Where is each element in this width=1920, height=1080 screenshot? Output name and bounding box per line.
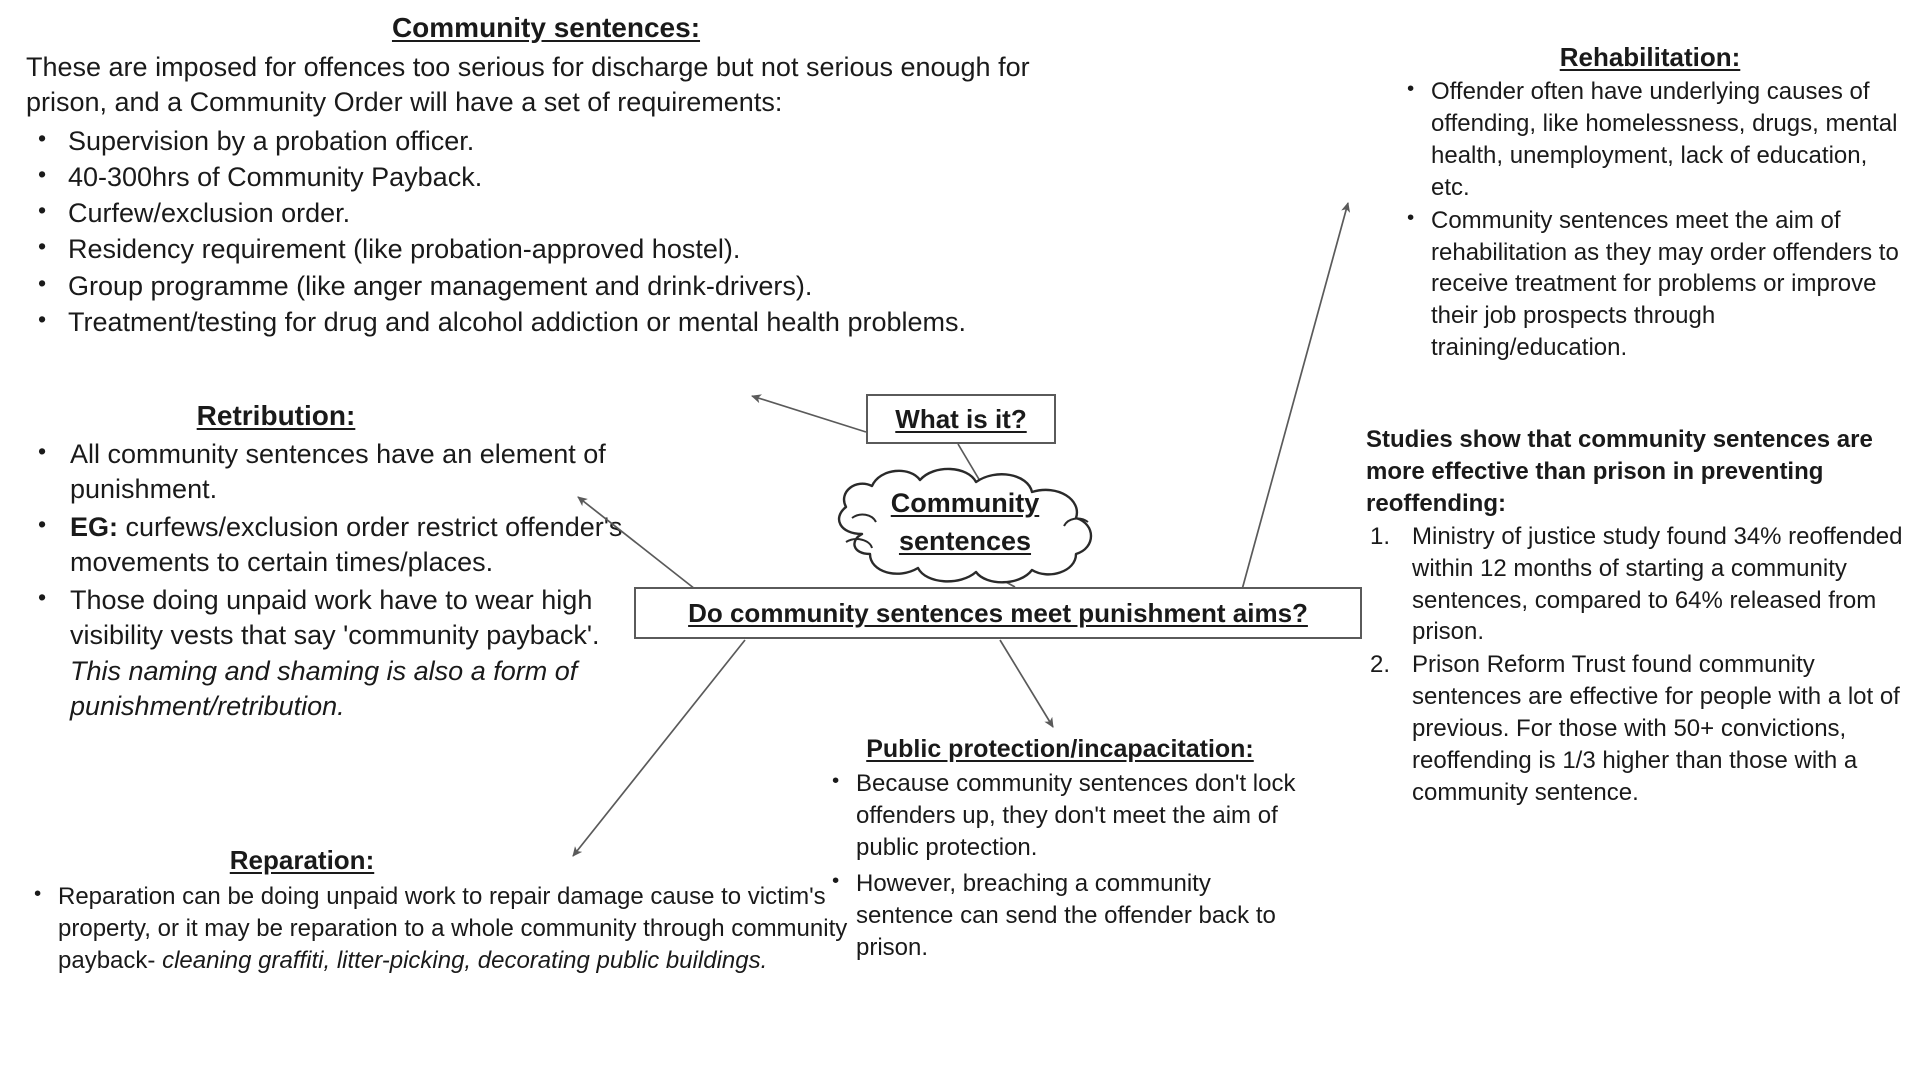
arrow-aims-to-public-protection — [999, 639, 1054, 728]
community-sentences-intro: These are imposed for offences too serio… — [26, 52, 1030, 118]
heading-reparation: Reparation: — [229, 845, 375, 875]
section-community-sentences: Community sentences: These are imposed f… — [26, 12, 1066, 341]
cloud-label: Community sentences — [800, 484, 1130, 561]
list-item: Ministry of justice study found 34% reof… — [1370, 521, 1903, 646]
list-item: Group programme (like anger management a… — [26, 268, 1066, 304]
cloud-label-line1: Community — [890, 488, 1040, 518]
bullet-text-italic: This naming and shaming is also a form o… — [70, 655, 578, 721]
bullet-text: Those doing unpaid work have to wear hig… — [70, 585, 600, 651]
reparation-bullets: Reparation can be doing unpaid work to r… — [22, 880, 882, 977]
bullet-text: Reparation can be doing unpaid work to r… — [58, 883, 848, 975]
list-item: Those doing unpaid work have to wear hig… — [26, 582, 656, 723]
heading-rehabilitation: Rehabilitation: — [1559, 42, 1741, 72]
node-punishment-aims[interactable]: Do community sentences meet punishment a… — [634, 587, 1362, 639]
arrow-whatisit-to-list — [751, 394, 867, 433]
heading-retribution: Retribution: — [196, 400, 356, 431]
node-punishment-aims-label: Do community sentences meet punishment a… — [688, 597, 1308, 628]
list-item: 40-300hrs of Community Payback. — [26, 159, 1066, 195]
list-item: EG: curfews/exclusion order restrict off… — [26, 509, 656, 580]
node-what-is-it-label: What is it? — [895, 403, 1027, 434]
list-item: Residency requirement (like probation-ap… — [26, 231, 1066, 267]
list-item: Reparation can be doing unpaid work to r… — [22, 880, 882, 977]
bullet-emphasis: EG: — [70, 512, 119, 543]
section-reparation: Reparation: Reparation can be doing unpa… — [22, 845, 882, 978]
rehabilitation-bullets: Offender often have underlying causes of… — [1395, 75, 1905, 365]
retribution-bullets: All community sentences have an element … — [26, 436, 656, 724]
list-item: Offender often have underlying causes of… — [1395, 75, 1905, 204]
bullet-text-italic: cleaning graffiti, litter-picking, decor… — [162, 947, 768, 975]
bullet-text: All community sentences have an element … — [70, 439, 606, 505]
node-what-is-it[interactable]: What is it? — [866, 394, 1056, 444]
list-item: Because community sentences don't lock o… — [820, 767, 1300, 864]
list-item: Supervision by a probation officer. — [26, 123, 1066, 159]
public-protection-bullets: Because community sentences don't lock o… — [820, 767, 1300, 964]
bullet-text: curfews/exclusion order restrict offende… — [70, 512, 623, 578]
section-studies: Studies show that community sentences ar… — [1366, 424, 1911, 810]
list-item: Treatment/testing for drug and alcohol a… — [26, 304, 1066, 340]
list-item: Community sentences meet the aim of reha… — [1395, 204, 1905, 365]
list-item: All community sentences have an element … — [26, 436, 656, 507]
arrow-aims-to-rehabilitation — [1239, 202, 1351, 598]
heading-public-protection: Public protection/incapacitation: — [866, 735, 1254, 763]
heading-community-sentences: Community sentences: — [391, 12, 701, 43]
community-sentences-bullets: Supervision by a probation officer. 40-3… — [26, 123, 1066, 340]
cloud-label-line2: sentences — [898, 526, 1032, 557]
list-item: However, breaching a community sentence … — [820, 867, 1300, 964]
node-community-sentences-cloud[interactable]: Community sentences — [800, 462, 1130, 592]
list-item: Curfew/exclusion order. — [26, 195, 1066, 231]
section-retribution: Retribution: All community sentences hav… — [26, 400, 656, 727]
list-item: Prison Reform Trust found community sent… — [1370, 649, 1900, 806]
studies-list: Ministry of justice study found 34% reof… — [1366, 521, 1911, 809]
section-rehabilitation: Rehabilitation: Offender often have unde… — [1395, 42, 1905, 365]
studies-lead: Studies show that community sentences ar… — [1366, 426, 1873, 517]
section-public-protection: Public protection/incapacitation: Becaus… — [820, 735, 1300, 967]
cloud-icon — [837, 467, 1093, 584]
